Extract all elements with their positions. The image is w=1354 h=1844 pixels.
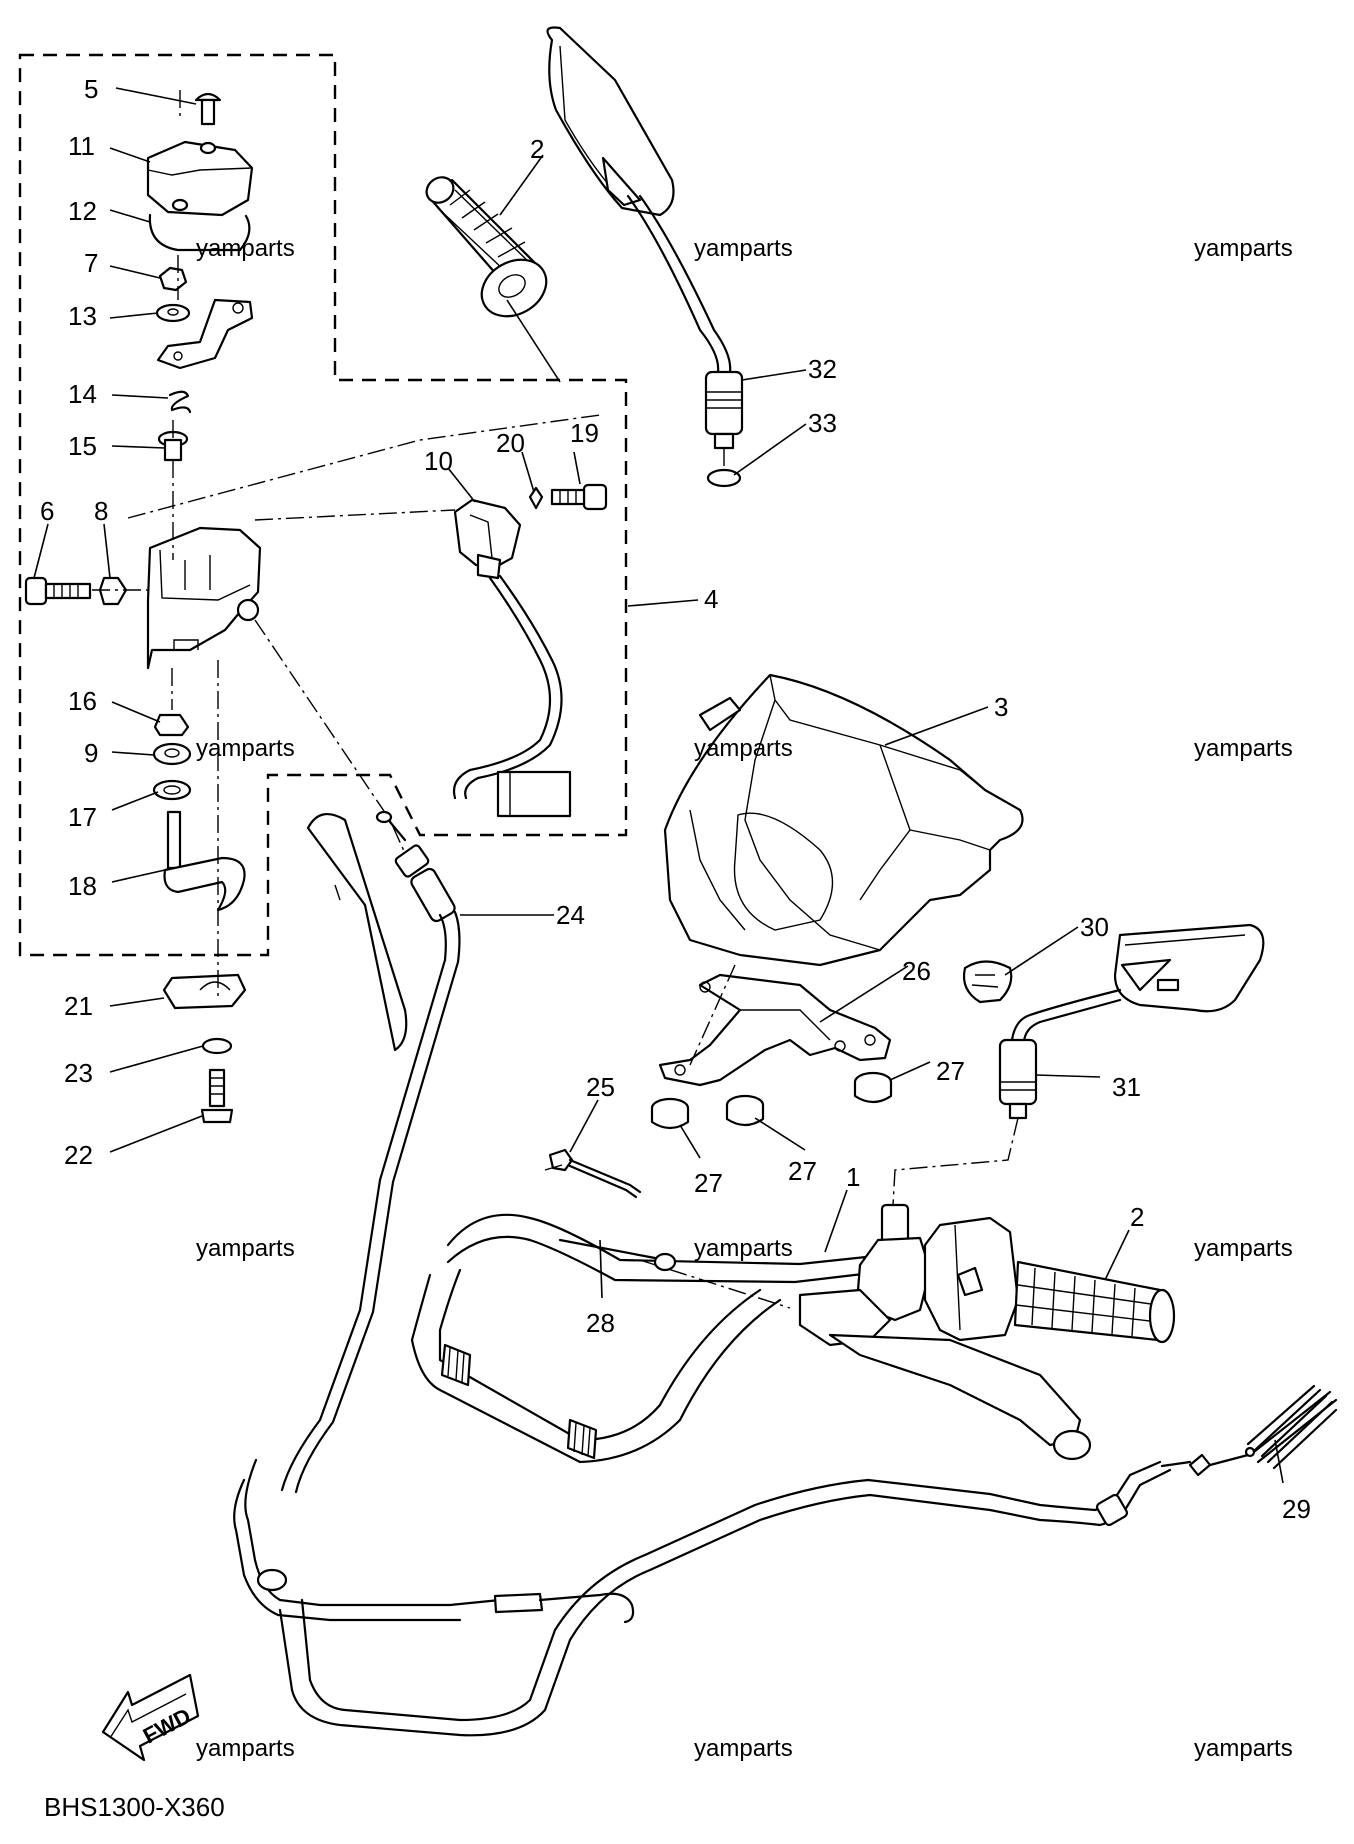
washer-13 (155, 303, 191, 323)
callout-25: 25 (586, 1072, 615, 1102)
brake-lever-assembly (639, 1203, 1092, 1461)
watermark: yamparts (196, 1235, 295, 1262)
watermark: yamparts (1194, 1735, 1293, 1762)
switch-assembly-group-box (18, 53, 628, 957)
callout-6: 6 (40, 496, 54, 526)
mirror-mount-32 (704, 370, 744, 450)
bolt-19 (550, 483, 608, 511)
band-30 (962, 960, 1013, 1004)
watermark: yamparts (694, 235, 793, 262)
washer-33 (706, 468, 742, 488)
rubber-27-right (853, 1071, 893, 1104)
gasket-12 (148, 213, 251, 252)
handlebar-1 (410, 1213, 887, 1464)
watermark: yamparts (196, 1735, 295, 1762)
callout-3: 3 (994, 692, 1008, 722)
callout-4: 4 (704, 584, 718, 614)
callout-21: 21 (64, 991, 93, 1021)
watermark: yamparts (694, 735, 793, 762)
bolt-25 (544, 1148, 642, 1199)
callout-16: 16 (68, 686, 97, 716)
callout-24: 24 (556, 900, 585, 930)
nut-7 (158, 266, 188, 292)
diagram-code: BHS1300-X360 (44, 1792, 225, 1822)
callout-19: 19 (570, 418, 599, 448)
callout-31: 31 (1112, 1072, 1141, 1102)
rubber-27-left (650, 1097, 690, 1130)
spring-29 (1208, 1384, 1338, 1470)
spring-14 (168, 390, 192, 414)
callout-11: 11 (68, 131, 95, 161)
rubber-16 (153, 713, 190, 737)
throttle-cable-24 (233, 810, 635, 1624)
bolt-6 (24, 576, 92, 606)
callout-13: 13 (68, 301, 97, 331)
washer-17 (152, 779, 192, 801)
watermark: yamparts (196, 735, 295, 762)
washer-20 (528, 486, 544, 510)
callout-5: 5 (84, 74, 98, 104)
mirror-upper (546, 26, 732, 374)
nut-8 (98, 576, 128, 606)
clamp-ring-left (440, 1343, 472, 1387)
watermark: yamparts (1194, 235, 1293, 262)
callout-9: 9 (84, 738, 98, 768)
callout-27-mid: 27 (788, 1156, 817, 1186)
watermarks: yamparts yamparts yamparts yamparts yamp… (196, 235, 1293, 1762)
watermark: yamparts (1194, 735, 1293, 762)
watermark: yamparts (694, 1235, 793, 1262)
callout-28: 28 (586, 1308, 615, 1338)
callout-2-lower: 2 (1130, 1202, 1144, 1232)
switch-housing-right (923, 1216, 1020, 1342)
callout-29: 29 (1282, 1494, 1311, 1524)
callout-labels: 5 11 12 7 13 14 15 6 8 16 9 17 18 21 23 … (40, 74, 1311, 1524)
callout-26: 26 (902, 956, 931, 986)
clamp-ring-right (566, 1418, 598, 1460)
screw-5 (194, 92, 222, 126)
callout-33: 33 (808, 408, 837, 438)
callout-23: 23 (64, 1058, 93, 1088)
switch-10 (452, 498, 572, 818)
callout-1: 1 (846, 1162, 860, 1192)
callout-20: 20 (496, 428, 525, 458)
switch-lever-plate (156, 298, 254, 370)
bracket-26 (658, 973, 892, 1087)
callout-27-right: 27 (936, 1056, 965, 1086)
callout-8: 8 (94, 496, 108, 526)
callout-12: 12 (68, 196, 97, 226)
rubber-27-mid (725, 1094, 765, 1127)
leader-lines (33, 87, 1284, 1484)
long-cable (278, 1453, 1212, 1737)
callout-14: 14 (68, 379, 97, 409)
watermark: yamparts (196, 235, 295, 262)
callout-30: 30 (1080, 912, 1109, 942)
grip-2-lower (1013, 1260, 1176, 1344)
callout-17: 17 (68, 802, 97, 832)
switch-cover-11 (146, 140, 254, 217)
clamp-21 (162, 973, 247, 1010)
grip-2-upper (425, 176, 548, 318)
screw-22 (200, 1068, 234, 1124)
headlight-cover-3 (663, 673, 1024, 967)
washer-9 (152, 742, 192, 766)
cable-end-28 (558, 1238, 677, 1272)
switch-housing (146, 526, 262, 670)
watermark: yamparts (694, 1735, 793, 1762)
watermark: yamparts (1194, 1235, 1293, 1262)
washer-23 (201, 1037, 233, 1055)
callout-15: 15 (68, 431, 97, 461)
callout-27-left: 27 (694, 1168, 723, 1198)
mirror-mount-31 (998, 1038, 1038, 1120)
callout-2-upper: 2 (530, 134, 544, 164)
mirror-lower (1010, 923, 1265, 1044)
callout-32: 32 (808, 354, 837, 384)
callout-18: 18 (68, 871, 97, 901)
fwd-arrow: FWD (101, 1673, 200, 1762)
callout-7: 7 (84, 248, 98, 278)
lever-18 (163, 810, 246, 912)
callout-10: 10 (424, 446, 453, 476)
callout-22: 22 (64, 1140, 93, 1170)
